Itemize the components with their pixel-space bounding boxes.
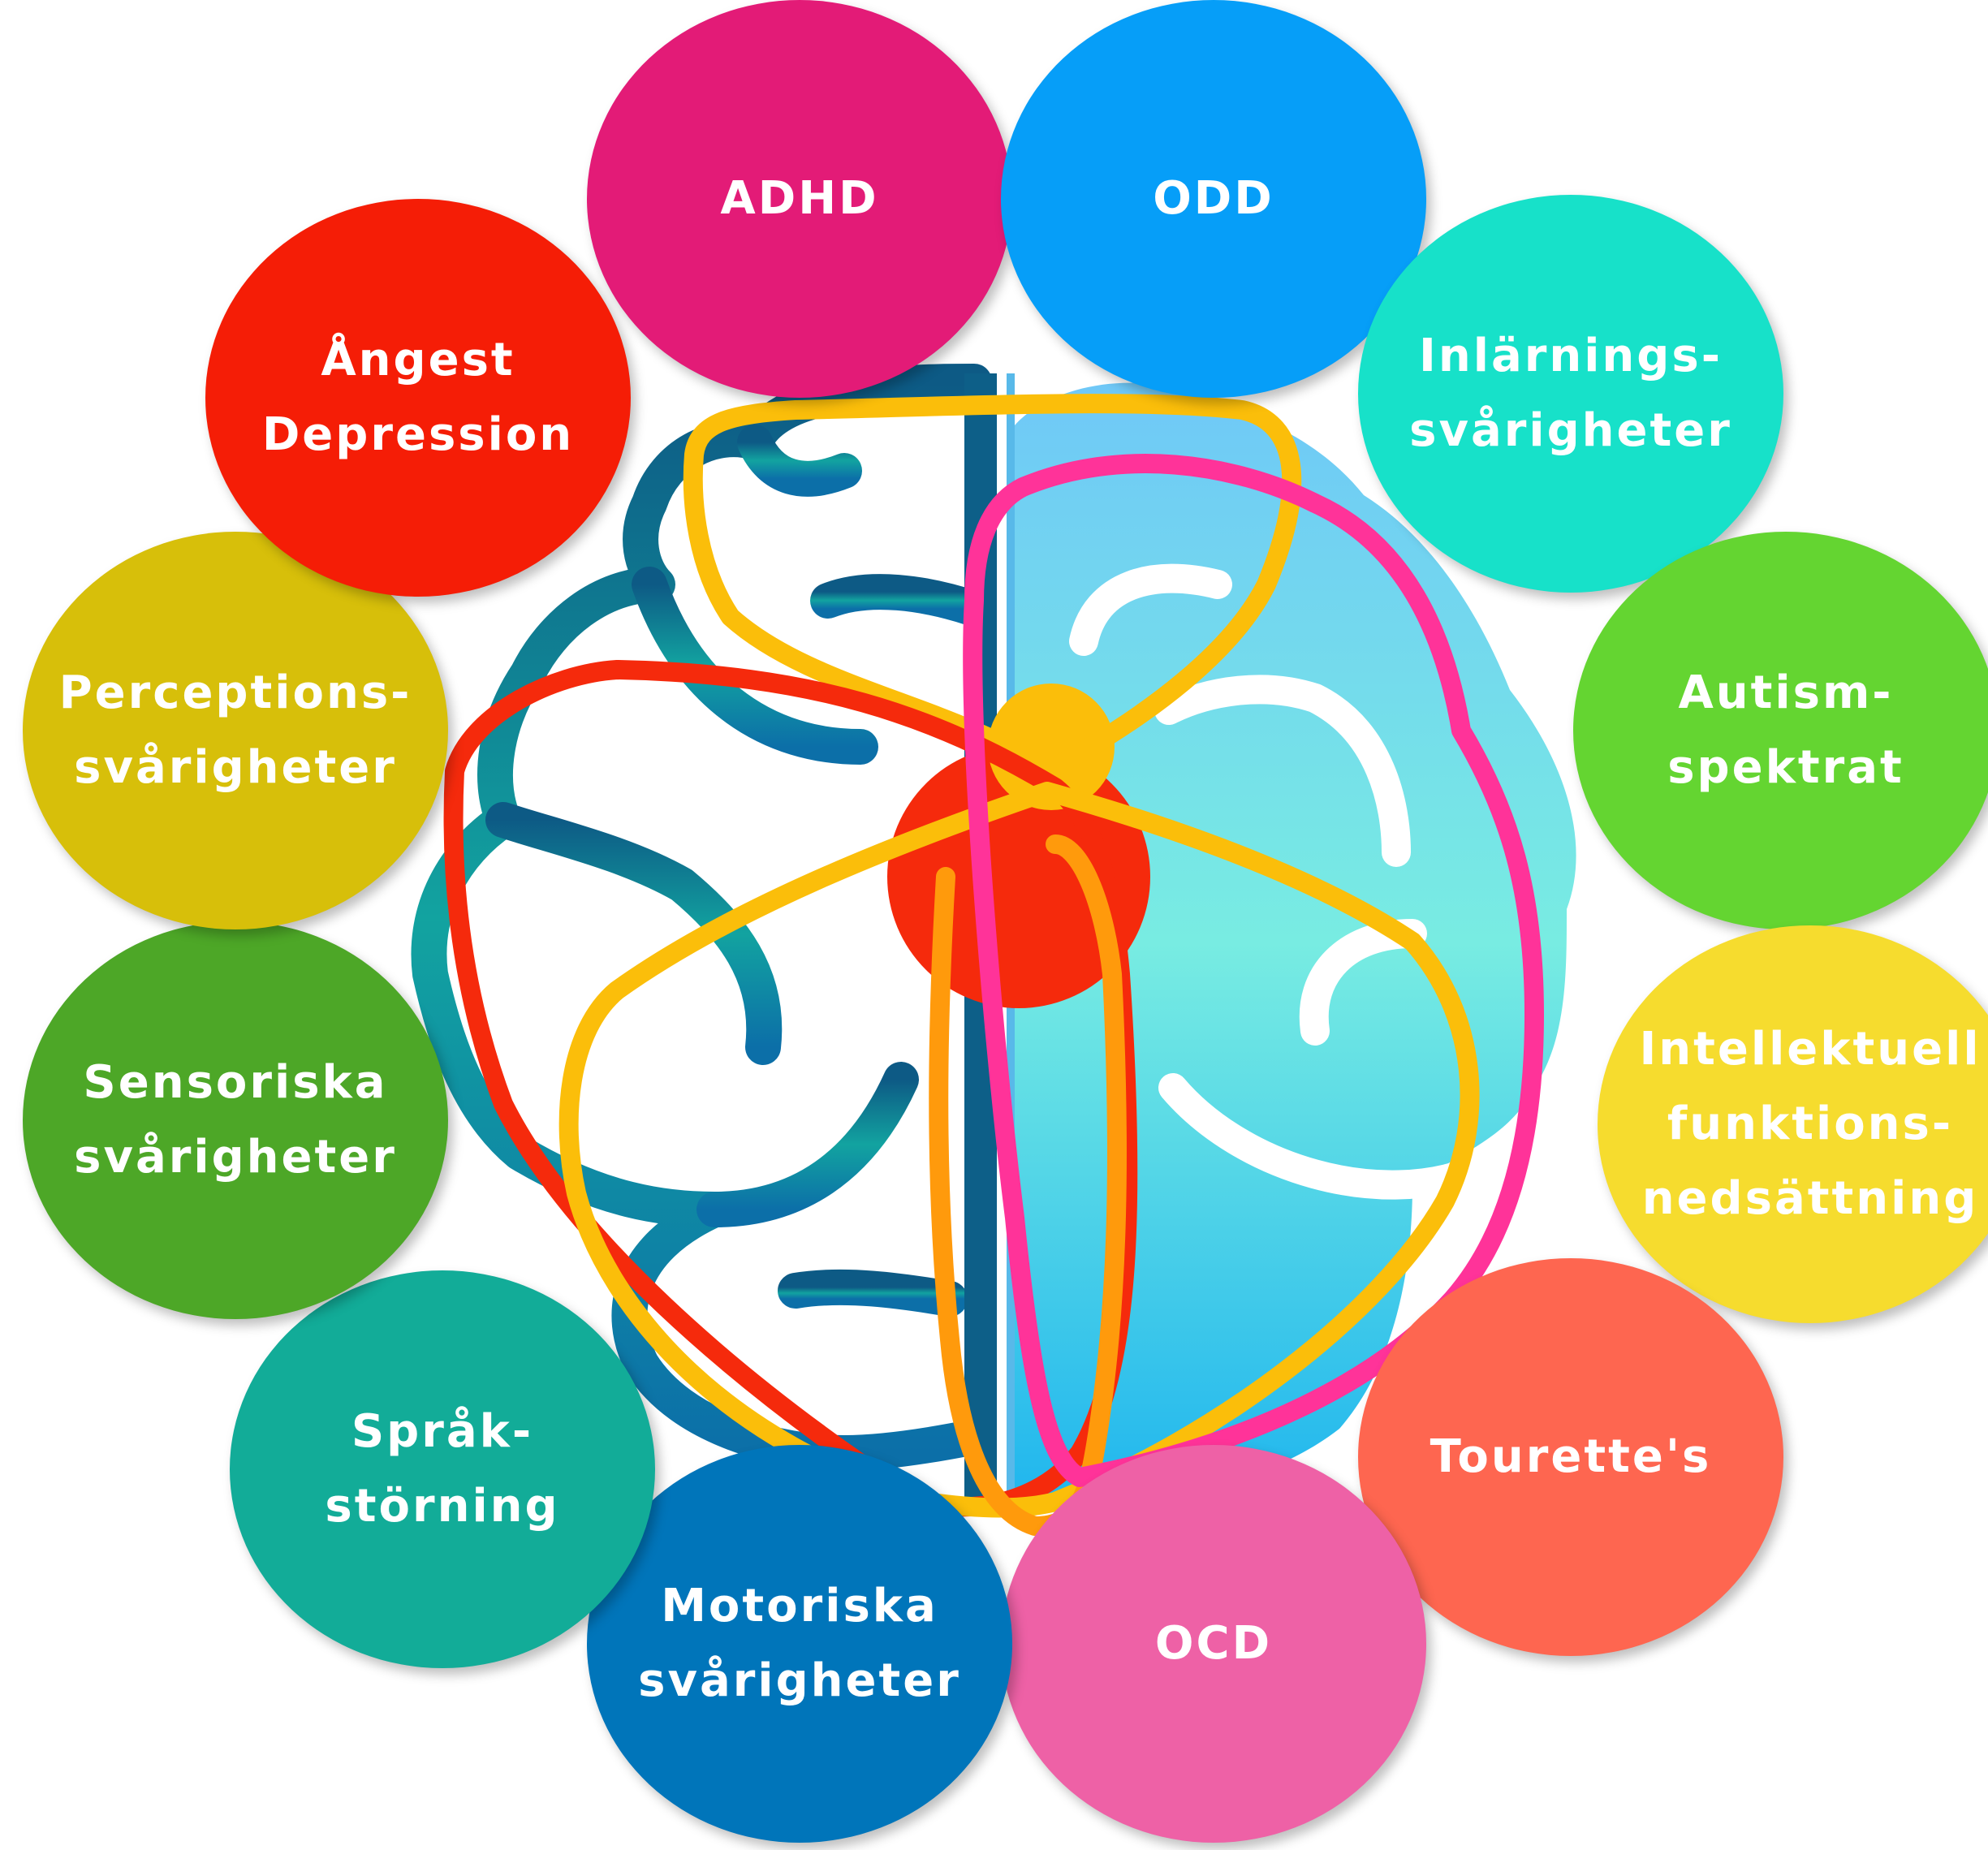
circle-label-line: Ångest [321, 334, 515, 386]
circle-tourette: Tourette's [1358, 1258, 1783, 1656]
circle-motor: Motoriska svårigheter [587, 1445, 1012, 1843]
circle-label-line: Tourette's [1430, 1430, 1712, 1483]
circle-label-line: Depression [261, 408, 575, 461]
circle-label-line: Motoriska [661, 1580, 938, 1632]
circle-label-line: störning [325, 1480, 560, 1533]
circle-label-line: Intellektuell [1639, 1023, 1982, 1076]
circle-label-line: spektrat [1667, 741, 1904, 794]
circle-label-line: Perceptions- [58, 666, 412, 719]
circle-label-line: svårigheter [1409, 404, 1732, 457]
loop-red-left [443, 660, 1138, 1517]
loop-pink-right [963, 454, 1544, 1487]
circle-label-line: Språk- [351, 1405, 534, 1458]
loop-yellow-top [683, 394, 1302, 781]
circle-label-line: Autism- [1678, 666, 1894, 719]
circle-odd: ODD [1001, 0, 1426, 398]
circle-label-line: ODD [1153, 172, 1274, 225]
circle-language: Språk-störning [230, 1270, 655, 1668]
circle-label-line: OCD [1154, 1617, 1273, 1670]
circle-label-line: svårigheter [74, 741, 397, 794]
circle-label-line: svårigheter [74, 1131, 397, 1184]
circle-label-line: svårigheter [638, 1654, 961, 1707]
circle-label-line: Sensoriska [83, 1056, 388, 1109]
circle-ocd: OCD [1001, 1445, 1426, 1843]
circle-label-line: Inlärnings- [1419, 330, 1723, 382]
circle-perception: Perceptions-svårigheter [23, 532, 448, 929]
circle-label-line: nedsättning [1641, 1172, 1979, 1225]
circle-learning: Inlärnings-svårigheter [1358, 195, 1783, 593]
brain-right-hemisphere [1011, 382, 1576, 1503]
circle-autism: Autism-spektrat [1573, 532, 1988, 929]
circle-label-line: ADHD [720, 172, 879, 225]
circle-label-line: funktions- [1667, 1097, 1954, 1150]
circle-intellectual: Intellektuell funktions-nedsättning [1598, 925, 1988, 1323]
circle-adhd: ADHD [587, 0, 1012, 398]
circle-sensory: Sensoriska svårigheter [23, 921, 448, 1319]
center-yellow-node [988, 684, 1115, 810]
